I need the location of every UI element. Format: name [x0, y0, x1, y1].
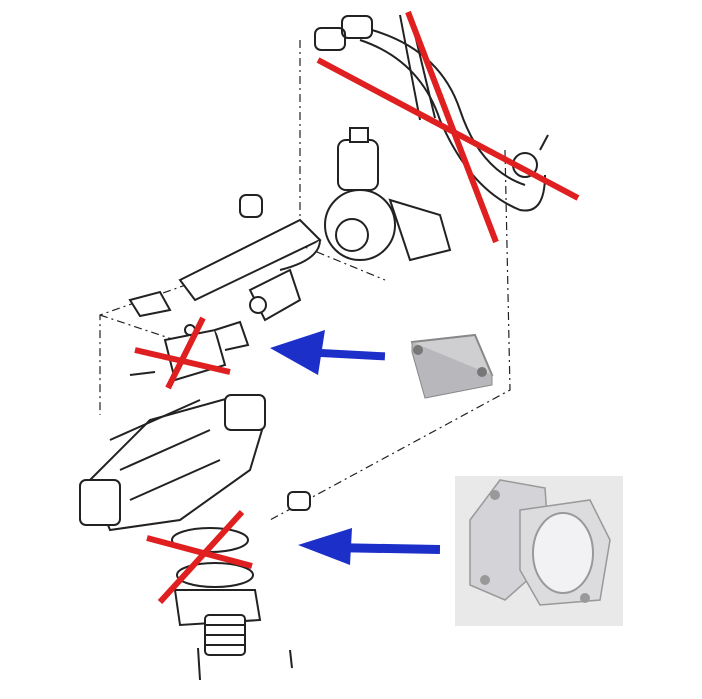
- egr-cooler-pipe-cross: [316, 10, 580, 244]
- egr-intake-adapter-photo: [455, 476, 623, 626]
- egr-blanking-plate-photo: [410, 333, 494, 399]
- blanking-plate-arrow: [270, 330, 386, 375]
- intake-egr-valve-cross: [146, 509, 253, 605]
- turbocharger-drawing: [128, 127, 452, 322]
- egr-valve-flange-cross: [134, 316, 231, 390]
- intake-manifold-drawing: [79, 393, 311, 681]
- intake-adapter-arrow: [298, 528, 441, 565]
